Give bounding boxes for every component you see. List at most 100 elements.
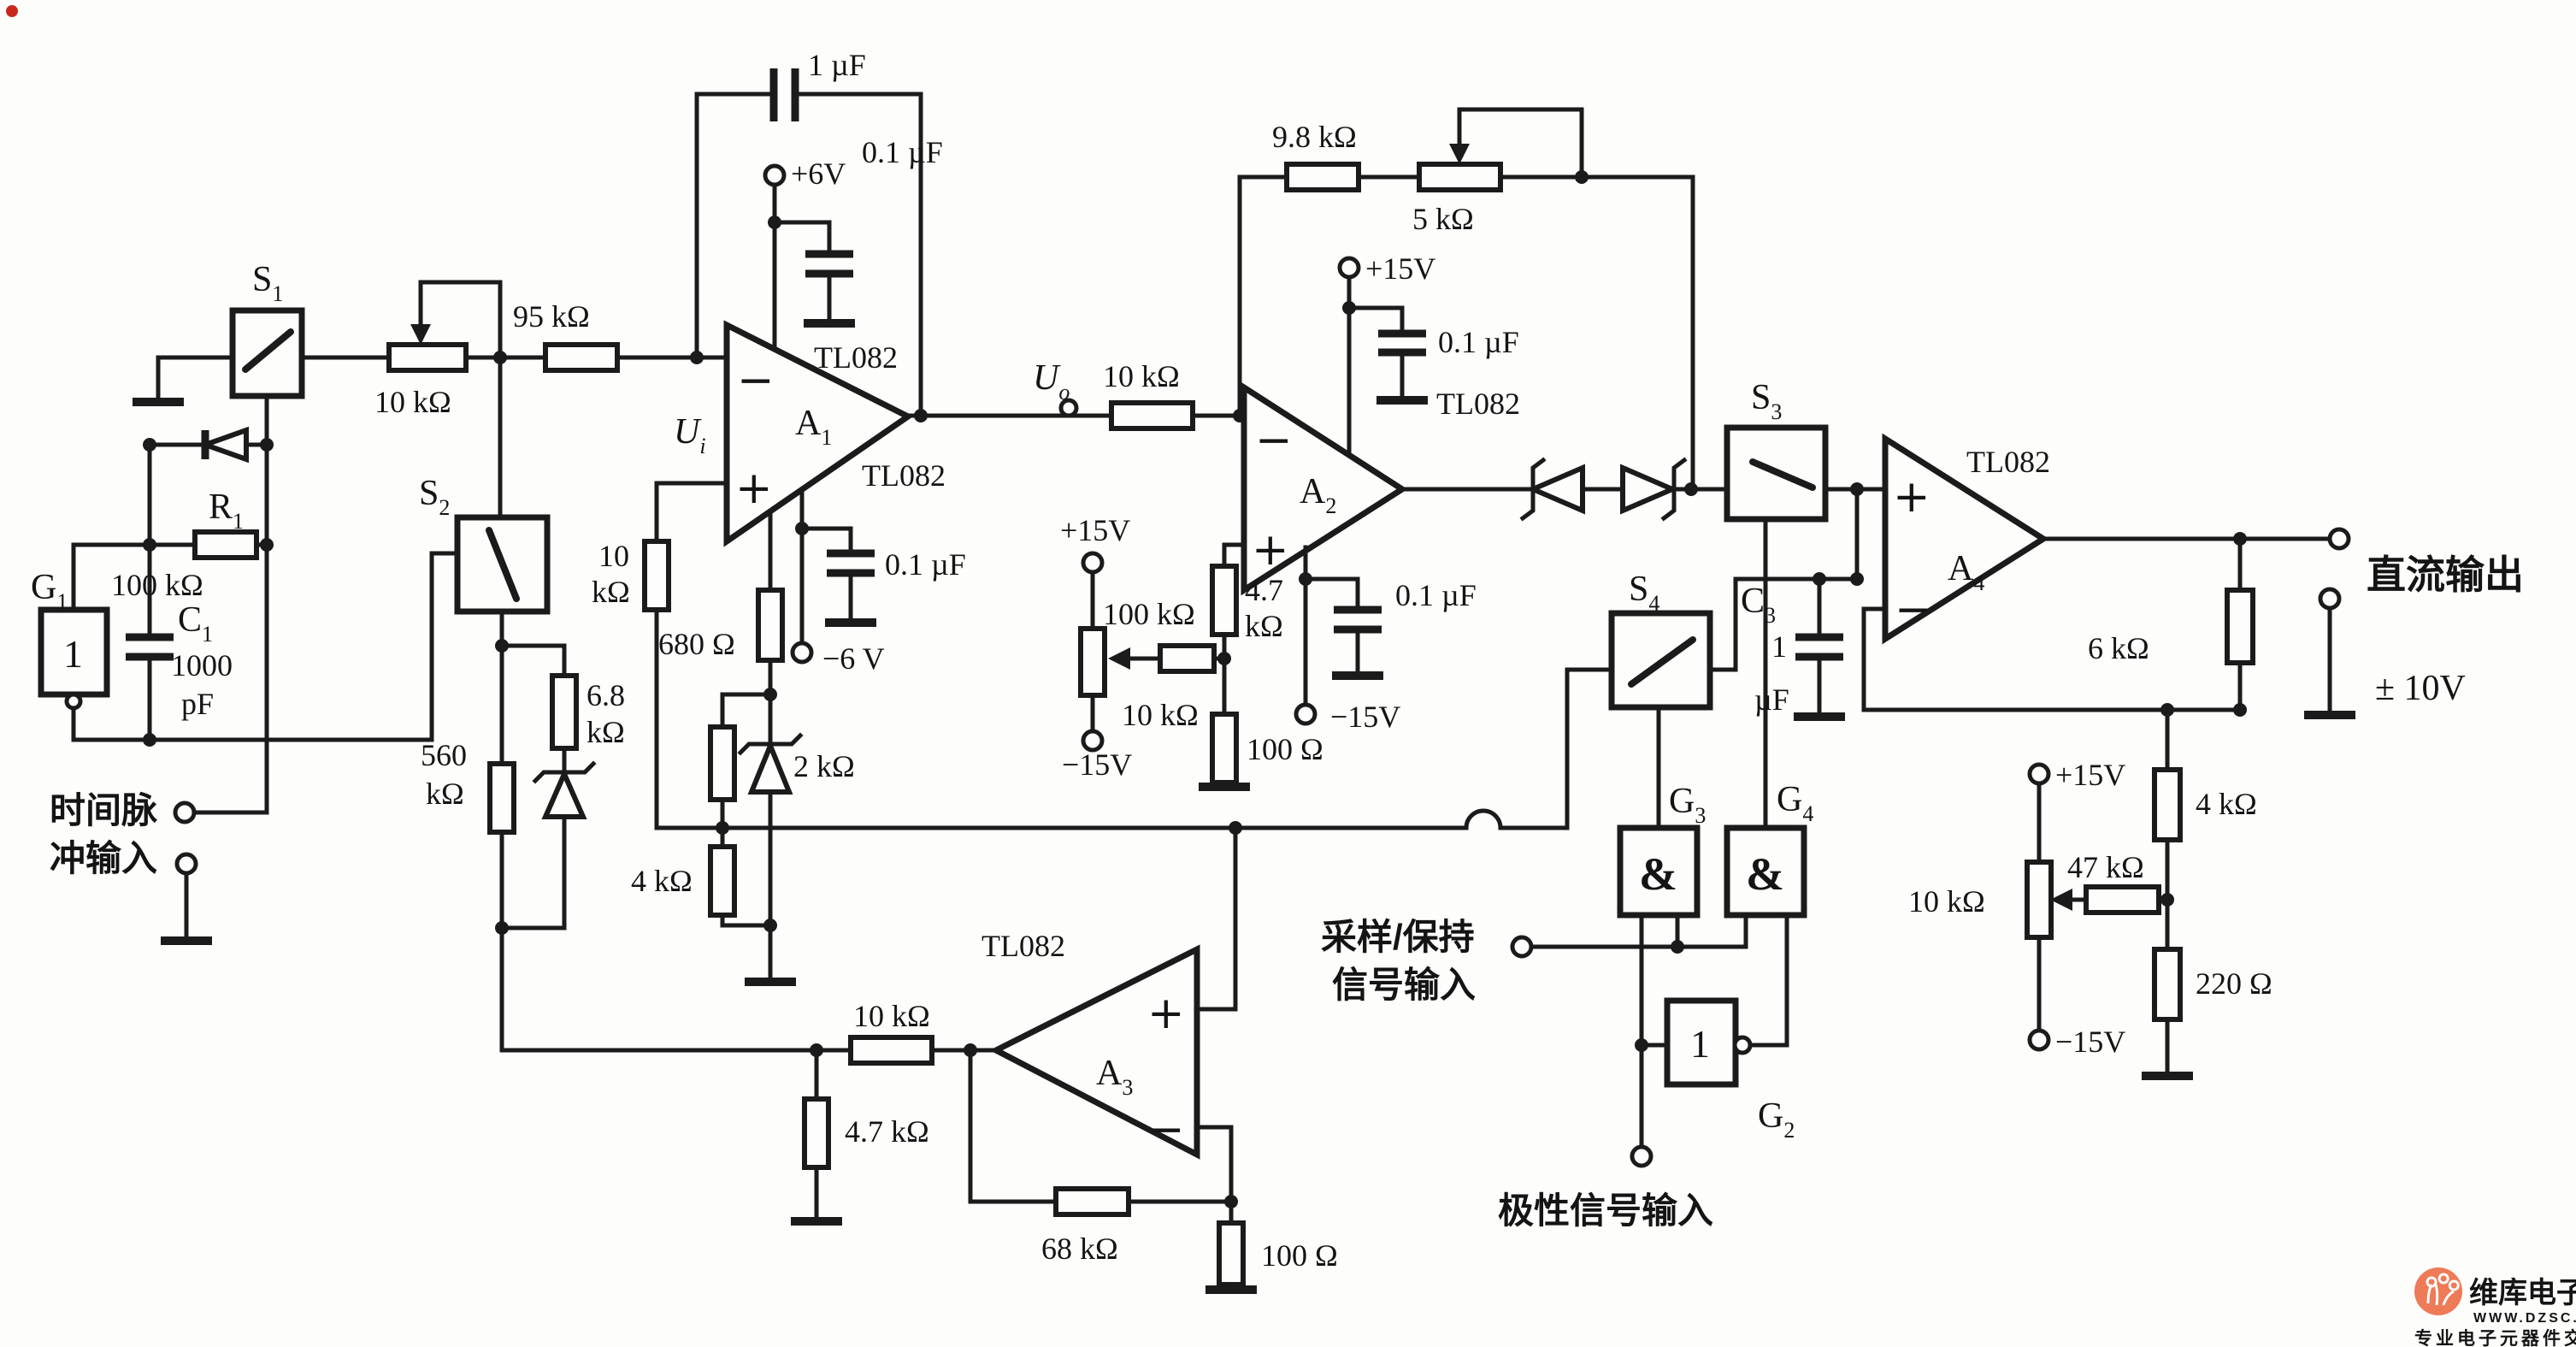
label-pot100k: 100 kΩ — [1103, 597, 1195, 631]
wire-a3-plus — [1194, 825, 1238, 1012]
terminals — [173, 163, 2351, 1168]
zener-6k8 — [532, 760, 597, 819]
resistor-680 — [756, 588, 785, 663]
label-10k-a1plus-1: 10 — [598, 539, 629, 573]
label-s4: S4 — [1629, 570, 1659, 616]
label-4k-div: 4 kΩ — [2196, 787, 2257, 821]
resistor-2k — [708, 724, 737, 802]
resistor-220 — [2152, 947, 2183, 1022]
a3-plus-sign: + — [1147, 988, 1185, 1039]
label-a2-100: 100 Ω — [1247, 732, 1323, 766]
label-pot3-minus15v: −15V — [2055, 1025, 2125, 1059]
capacitors — [126, 68, 1843, 661]
label-100-a3: 100 Ω — [1261, 1238, 1338, 1273]
label-a3: A3 — [1096, 1054, 1133, 1100]
gate-g3: & — [1617, 824, 1701, 919]
a3-minus-sign: − — [1147, 1104, 1185, 1155]
opamp-a4 — [1882, 433, 2049, 645]
terminal-time-pulse — [173, 801, 197, 824]
label-g1: G1 — [31, 568, 68, 614]
a4-plus-sign: + — [1893, 471, 1931, 523]
label-a4: A4 — [1948, 549, 1984, 595]
resistor-100-a3 — [1217, 1220, 1246, 1287]
label-a2-chip: TL082 — [1436, 387, 1520, 421]
label-680: 680 Ω — [658, 627, 735, 661]
watermark-slogan: 专业电子元器件交易网站 — [2414, 1328, 2576, 1347]
label-g2: G2 — [1758, 1096, 1795, 1143]
label-r1-value: 100 kΩ — [111, 568, 203, 602]
junction-dots — [143, 170, 2247, 1208]
terminal-polarity — [1630, 1144, 1653, 1168]
label-polarity: 极性信号输入 — [1498, 1190, 1713, 1231]
terminal-sample-hold — [1510, 935, 1534, 959]
terminal-pot100k-minus15v — [1081, 729, 1105, 753]
label-pot1: 10 kΩ — [374, 385, 451, 419]
label-s1: S1 — [252, 260, 283, 306]
terminal-minus6v — [790, 641, 814, 665]
label-c1: C1 — [178, 600, 213, 647]
label-dc-range: ± 10V — [2375, 669, 2466, 708]
terminal-a2-minus15v — [1294, 702, 1317, 726]
resistor-10k-a1plus — [642, 539, 671, 612]
zener-bias — [737, 732, 804, 795]
wire-pot1-bracket — [418, 280, 503, 520]
resistor-6k — [2225, 588, 2255, 665]
wire-s1-input — [156, 355, 729, 405]
cap-a2-vplus — [1378, 329, 1426, 357]
wire-polarity — [1639, 913, 1670, 1149]
wires-input-stage — [71, 280, 729, 943]
label-95k: 95 kΩ — [513, 299, 590, 334]
switch-s3 — [1724, 424, 1829, 523]
label-s2: S2 — [419, 474, 450, 520]
label-a1-cap-bot: 0.1 µF — [885, 547, 966, 582]
label-bias-10k: 10 kΩ — [1122, 698, 1199, 732]
terminal-dc-out — [2327, 527, 2351, 551]
terminal-uo — [1058, 398, 1079, 418]
resistor-560k — [487, 761, 516, 835]
g3-function: & — [1639, 848, 1677, 900]
watermark: 维库电子市场网TM WWW.DZSC.COM 专业电子元器件交易网站 — [2414, 1267, 2576, 1347]
wire-pot5-bracket — [1457, 107, 1584, 180]
wire-a4-feedback — [1861, 606, 2243, 712]
resistor-100-a2 — [1210, 712, 1239, 785]
label-4k-bias: 4 kΩ — [631, 864, 693, 898]
label-pot3-plus15v: +15V — [2055, 758, 2125, 792]
cap-a1-vminus — [827, 549, 875, 577]
label-time-pulse-2: 冲输入 — [50, 838, 157, 878]
wire-time-terminal — [184, 542, 269, 943]
label-c3-value-2: µF — [1754, 682, 1789, 717]
wire-clamp-branches — [499, 609, 567, 1053]
g4-function: & — [1746, 848, 1784, 900]
resistor-10k-wiper — [1158, 643, 1217, 674]
label-a1-chip-top: TL082 — [814, 340, 898, 375]
label-a2-47-2: kΩ — [1245, 609, 1283, 643]
wire-g1 — [71, 542, 460, 742]
label-a1-cap-top: 0.1 µF — [862, 135, 943, 169]
diode-a2-left — [1519, 457, 1585, 522]
label-6k8-1: 6.8 — [587, 678, 625, 712]
label-560k-2: kΩ — [426, 777, 464, 811]
diodes — [197, 426, 1688, 819]
label-a1-chip-out: TL082 — [862, 458, 946, 493]
terminal-pot100k-plus15v — [1081, 551, 1105, 575]
terminal-pot3-minus15v — [2027, 1028, 2051, 1052]
opamp-a2 — [1241, 381, 1408, 596]
label-s3: S3 — [1751, 378, 1782, 424]
label-10k-a3: 10 kΩ — [853, 999, 930, 1033]
g2-function: 1 — [1690, 1022, 1710, 1066]
resistor-10k-a2in — [1109, 400, 1195, 431]
wires-a2-stage — [1090, 107, 1730, 734]
label-plus6v: +6V — [791, 157, 846, 191]
label-4k7-a3: 4.7 kΩ — [845, 1114, 929, 1149]
switch-s4 — [1608, 610, 1713, 711]
label-a2-cap-bot: 0.1 µF — [1395, 578, 1477, 612]
wire-a4-out — [2041, 536, 2332, 712]
a4-minus-sign: − — [1895, 584, 1932, 635]
label-6k: 6 kΩ — [2088, 631, 2149, 665]
diode-a2-right — [1620, 457, 1688, 522]
label-a3-chip: TL082 — [981, 929, 1065, 963]
diode-s1 — [197, 426, 249, 464]
label-220: 220 Ω — [2196, 966, 2272, 1001]
label-minus6v: −6 V — [822, 641, 885, 676]
